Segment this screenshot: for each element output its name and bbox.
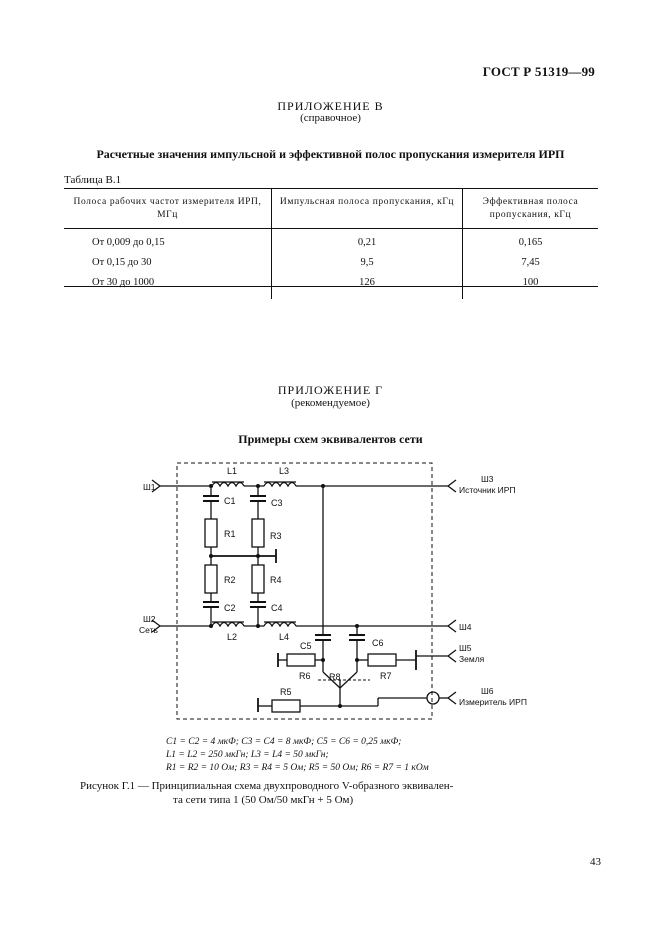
label-r7: R7 <box>380 671 392 681</box>
component-values: C1 = C2 = 4 мкФ; C3 = C4 = 8 мкФ; C5 = C… <box>166 736 429 775</box>
bandwidth-table: Полоса рабочих частот измерителя ИРП, МГ… <box>64 188 598 299</box>
label-c3: C3 <box>271 498 283 508</box>
table-cell: От 0,15 до 30 <box>64 253 272 273</box>
table-header-impulse-bandwidth: Импульсная полоса пропускания, кГц <box>271 188 463 229</box>
enclosure-frame <box>176 462 433 720</box>
table-header-frequency-range: Полоса рабочих частот измерителя ИРП, МГ… <box>64 188 272 229</box>
label-r6: R6 <box>299 671 311 681</box>
inductor-l3 <box>263 481 297 488</box>
label-l4: L4 <box>279 632 289 642</box>
table-cell: 126 <box>271 273 463 299</box>
label-r8: R8 <box>329 672 341 682</box>
page-number: 43 <box>590 856 601 868</box>
label-c1: C1 <box>224 496 236 506</box>
inductor-l2 <box>211 621 245 628</box>
resistor-r7 <box>367 653 397 667</box>
component-values-line: C1 = C2 = 4 мкФ; C3 = C4 = 8 мкФ; C5 = C… <box>166 737 402 747</box>
label-c4: C4 <box>271 603 283 613</box>
label-c2: C2 <box>224 603 236 613</box>
port-sh1-label: Ш1 <box>143 482 156 492</box>
label-l2: L2 <box>227 632 237 642</box>
port-sh3-label: Ш3 <box>481 474 494 484</box>
component-values-line: R1 = R2 = 10 Ом; R3 = R4 = 5 Ом; R5 = 50… <box>166 763 429 773</box>
label-r1: R1 <box>224 529 236 539</box>
label-c5: C5 <box>300 641 312 651</box>
appendix-b-subtitle: (справочное) <box>300 112 361 124</box>
label-r2: R2 <box>224 575 236 585</box>
resistor-r2 <box>204 564 218 594</box>
label-r5: R5 <box>280 687 292 697</box>
figure-caption-line2: та сети типа 1 (50 Ом/50 мкГн + 5 Ом) <box>173 794 354 806</box>
table-cell: 9,5 <box>271 253 463 273</box>
table-cell: 0,165 <box>518 236 543 248</box>
label-l1: L1 <box>227 466 237 476</box>
appendix-g-title: ПРИЛОЖЕНИЕ Г <box>277 383 384 397</box>
label-r3: R3 <box>270 531 282 541</box>
table-header-effective-bandwidth: Эффективная полоса пропускания, кГц <box>462 188 598 229</box>
component-values-line: L1 = L2 = 250 мкГн; L3 = L4 = 50 мкГн; <box>166 750 329 760</box>
resistor-r4 <box>251 564 265 594</box>
resistor-r6 <box>286 653 316 667</box>
label-l3: L3 <box>279 466 289 476</box>
table-row: От 0,009 до 0,15 0,21 0,165 <box>64 228 598 253</box>
port-sh2-name: Сеть <box>139 625 158 635</box>
port-sh4-label: Ш4 <box>459 622 472 632</box>
table-cell: 100 <box>522 276 539 288</box>
measuring-port-circle <box>426 691 440 705</box>
table-cell: 0,21 <box>271 228 463 253</box>
document-code: ГОСТ Р 51319—99 <box>482 64 595 79</box>
appendix-g-heading: Примеры схем эквивалентов сети <box>238 432 423 446</box>
port-sh5-name: Земля <box>459 654 485 664</box>
appendix-b-heading: Расчетные значения импульсной и эффектив… <box>96 147 565 161</box>
appendix-b-title: ПРИЛОЖЕНИЕ В <box>277 99 384 113</box>
appendix-g-subtitle: (рекомендуемое) <box>291 397 370 409</box>
port-sh3-name: Источник ИРП <box>459 485 516 495</box>
table-row: От 30 до 1000 126 100 <box>64 273 598 299</box>
port-sh6-name: Измеритель ИРП <box>459 697 527 707</box>
port-sh6-label: Ш6 <box>481 686 494 696</box>
table-row: От 0,15 до 30 9,5 7,45 <box>64 253 598 273</box>
figure-caption: Рисунок Г.1 — Принципиальная схема двухп… <box>80 779 610 807</box>
figure-caption-line1: Рисунок Г.1 — Принципиальная схема двухп… <box>80 780 454 792</box>
table-cell: От 30 до 1000 <box>64 273 272 299</box>
inductor-l4 <box>263 621 297 628</box>
label-c6: C6 <box>372 638 384 648</box>
table-label: Таблица В.1 <box>64 174 122 186</box>
inductor-l1 <box>211 481 245 488</box>
table-cell: 7,45 <box>521 256 540 268</box>
resistor-r3 <box>251 518 265 548</box>
port-sh5-label: Ш5 <box>459 643 472 653</box>
resistor-r1 <box>204 518 218 548</box>
label-r4: R4 <box>270 575 282 585</box>
table-cell: От 0,009 до 0,15 <box>64 228 272 253</box>
port-sh2-label: Ш2 <box>143 614 156 624</box>
resistor-r5 <box>271 699 301 713</box>
